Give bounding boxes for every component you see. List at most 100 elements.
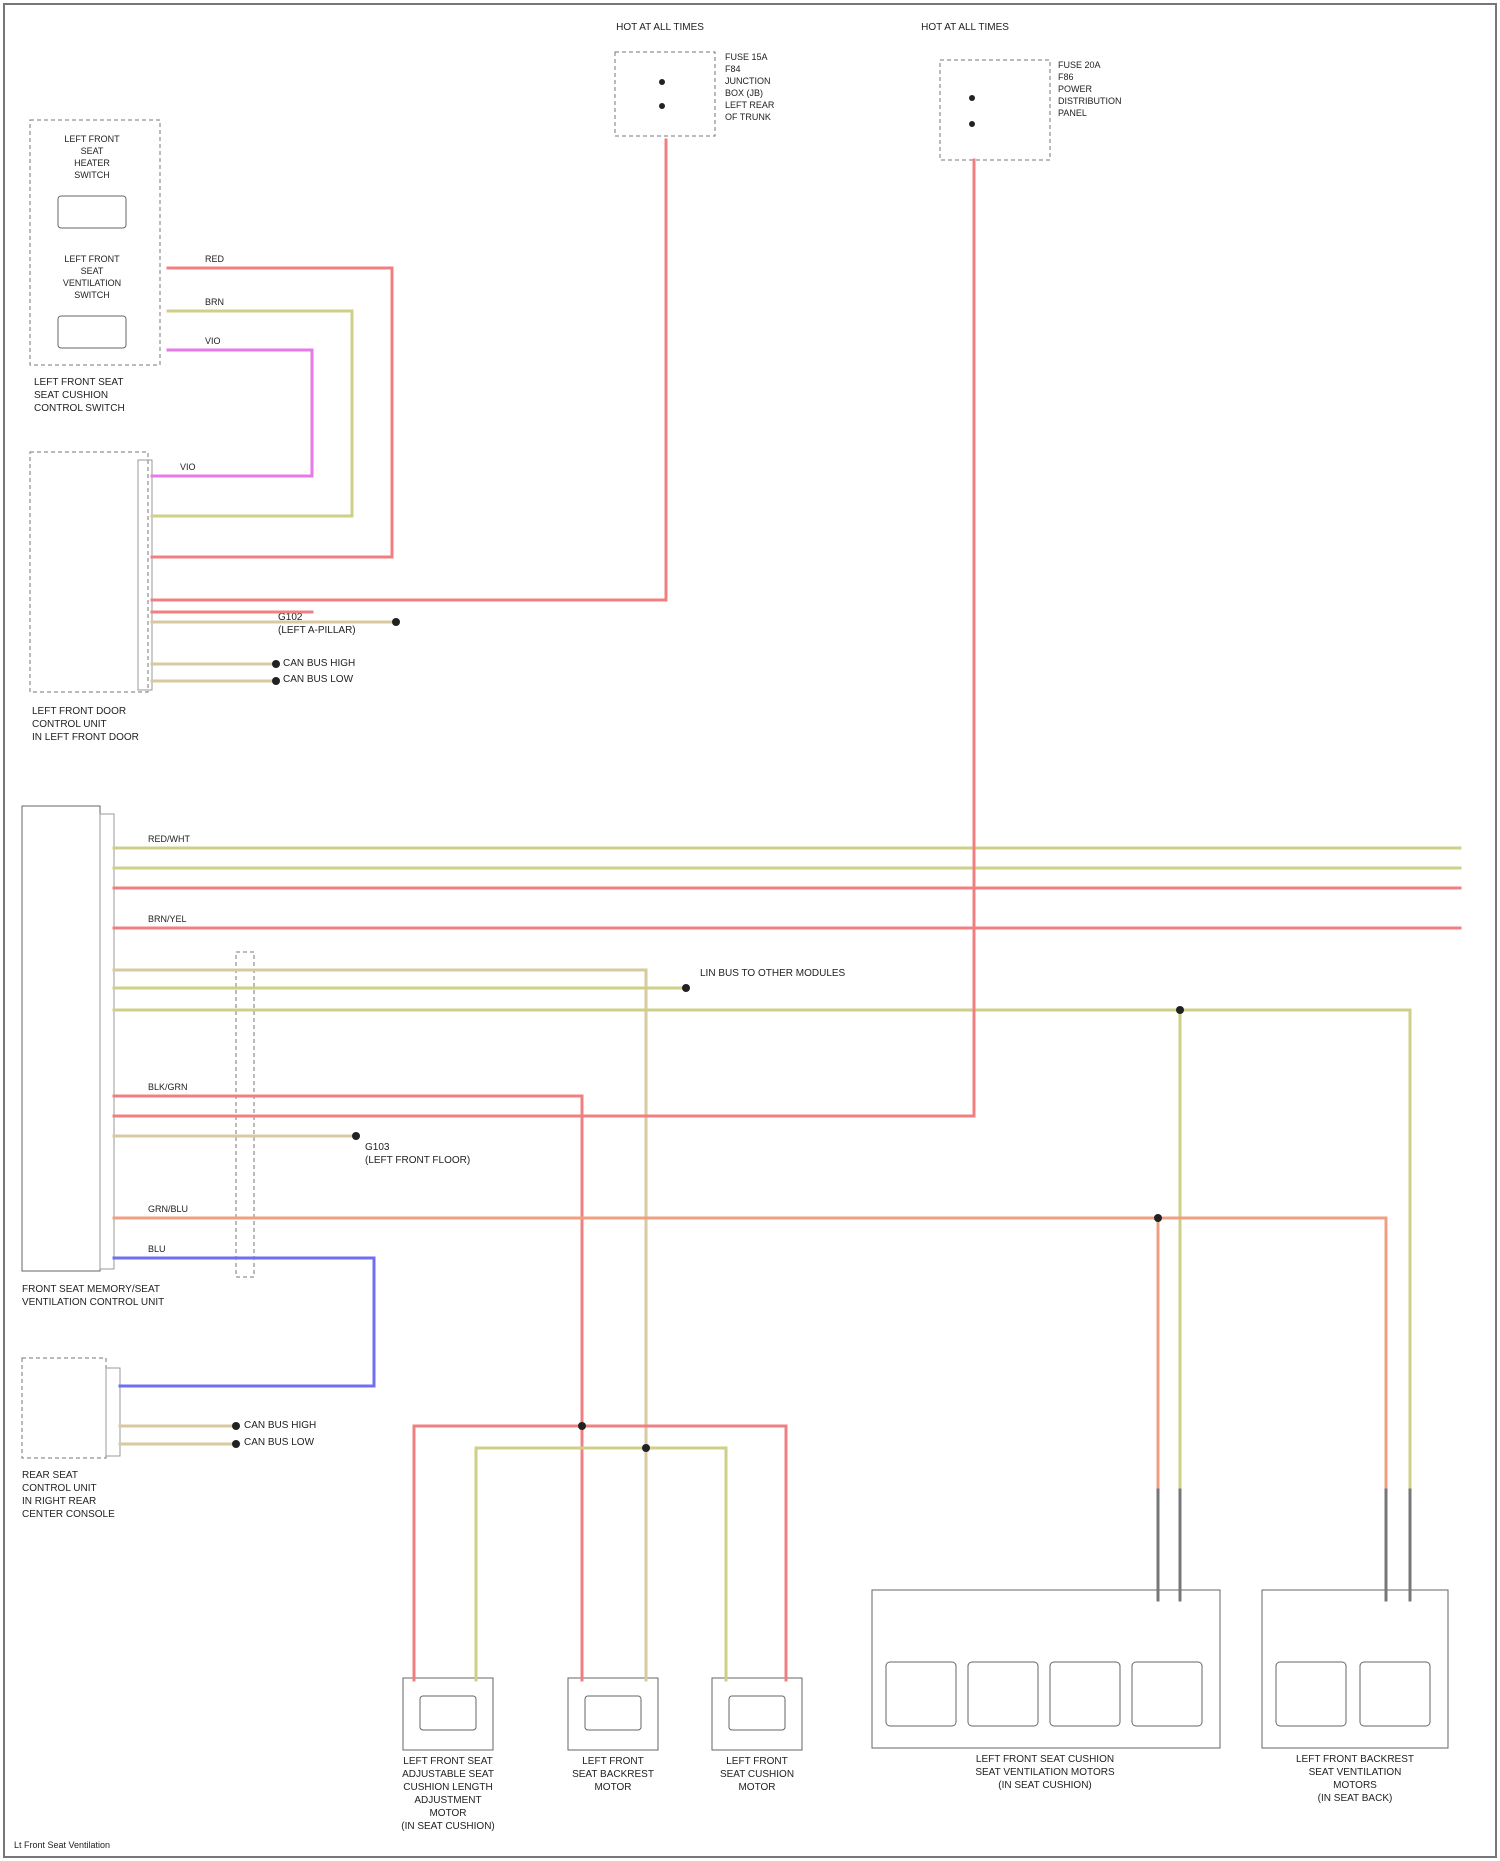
motor3-line-0: LEFT FRONT <box>726 1756 787 1767</box>
fuse-left-line-0: FUSE 15A <box>725 52 768 62</box>
fuse-left-node <box>659 79 665 85</box>
cushion-fan-3 <box>1050 1662 1120 1726</box>
fuse-right-node <box>969 95 975 101</box>
motor3-box <box>712 1678 802 1750</box>
motor3-body <box>729 1696 785 1730</box>
node-seat-bus <box>682 984 690 992</box>
wire-tan-to-motors <box>114 970 646 1470</box>
motor-cushion: LEFT FRONT SEAT CUSHION MOTOR <box>712 1678 802 1793</box>
fuse-right-title: HOT AT ALL TIMES <box>921 22 1009 33</box>
fuse-right-node-2 <box>969 121 975 127</box>
seat-module-line-0: FRONT SEAT MEMORY/SEAT <box>22 1284 160 1295</box>
label-wire-bl-gr: BLK/GRN <box>148 1082 188 1092</box>
seat-module-line-1: VENTILATION CONTROL UNIT <box>22 1297 164 1308</box>
backrest-fan-1 <box>1276 1662 1346 1726</box>
node-door-can-l <box>272 677 280 685</box>
cushion-fan-2 <box>968 1662 1038 1726</box>
backrest-fan-pack: LEFT FRONT BACKREST SEAT VENTILATION MOT… <box>1262 1590 1448 1804</box>
cushion-fan-1 <box>886 1662 956 1726</box>
label-wire-brn: BRN <box>205 297 224 307</box>
fuse-left-line-4: LEFT REAR <box>725 100 775 110</box>
wire-red-fuse-left <box>152 140 666 600</box>
wire-red-motor-bus <box>414 1426 786 1680</box>
door-ground-1: (LEFT A-PILLAR) <box>278 625 356 636</box>
backrest-fan-line-0: LEFT FRONT BACKREST <box>1296 1754 1414 1765</box>
backrest-fan-line-3: (IN SEAT BACK) <box>1318 1793 1393 1804</box>
node-door-can-h <box>272 660 280 668</box>
door-module-line-2: IN LEFT FRONT DOOR <box>32 732 139 743</box>
motor1-line-1: ADJUSTABLE SEAT <box>402 1769 494 1780</box>
wire-olive-to-pack <box>114 1010 1410 1490</box>
fuse-right-line-0: FUSE 20A <box>1058 60 1101 70</box>
node-orange-split <box>1154 1214 1162 1222</box>
fuse-right-line-1: F86 <box>1058 72 1074 82</box>
door-module-connector <box>138 460 152 690</box>
rear-module-line-2: IN RIGHT REAR <box>22 1496 96 1507</box>
motor2-body <box>585 1696 641 1730</box>
seat-module: FRONT SEAT MEMORY/SEAT VENTILATION CONTR… <box>22 806 846 1308</box>
wires <box>114 140 1460 1680</box>
fuse-right-line-2: POWER <box>1058 84 1093 94</box>
motor1-line-4: MOTOR <box>429 1808 466 1819</box>
fuse-left: HOT AT ALL TIMES FUSE 15A F84 JUNCTION B… <box>615 22 775 136</box>
backrest-fan-2 <box>1360 1662 1430 1726</box>
seat-module-box <box>22 806 100 1271</box>
backrest-fan-pack-box <box>1262 1590 1448 1748</box>
node-door-g102 <box>392 618 400 626</box>
motor3-line-2: MOTOR <box>738 1782 775 1793</box>
page-frame <box>4 4 1496 1857</box>
node-rear-can-h <box>232 1422 240 1430</box>
switch-btn1-line-3: SWITCH <box>74 170 110 180</box>
wire-olive-motor-bus <box>476 1448 726 1680</box>
motor1-box <box>403 1678 493 1750</box>
cushion-fan-pack-box <box>872 1590 1220 1748</box>
door-can-high: CAN BUS HIGH <box>283 658 355 669</box>
switch-cluster-box <box>30 120 160 365</box>
fuse-left-line-1: F84 <box>725 64 741 74</box>
fuse-right-line-3: DISTRIBUTION <box>1058 96 1122 106</box>
label-wire-br-yl: BRN/YEL <box>148 914 187 924</box>
label-wire-blu: BLU <box>148 1244 166 1254</box>
motor3-line-1: SEAT CUSHION <box>720 1769 794 1780</box>
switch-btn2-line-3: SWITCH <box>74 290 110 300</box>
wire-olive-switch-door <box>152 311 352 516</box>
switch-label-1: SEAT CUSHION <box>34 390 108 401</box>
door-module-box <box>30 452 148 692</box>
motor1-line-3: ADJUSTMENT <box>414 1795 481 1806</box>
motor2-line-0: LEFT FRONT <box>582 1756 643 1767</box>
motor1-line-0: LEFT FRONT SEAT <box>403 1756 492 1767</box>
motor1-body <box>420 1696 476 1730</box>
label-wire-yel: VIO <box>180 462 196 472</box>
rear-can-high: CAN BUS HIGH <box>244 1420 316 1431</box>
node-seat-ground <box>352 1132 360 1140</box>
switch-btn1-line-2: HEATER <box>74 158 110 168</box>
fuse-left-node-2 <box>659 103 665 109</box>
rear-module-connector <box>106 1368 120 1456</box>
rear-can-low: CAN BUS LOW <box>244 1437 315 1448</box>
switch-label-2: CONTROL SWITCH <box>34 403 125 414</box>
fuse-left-line-3: BOX (JB) <box>725 88 763 98</box>
switch-label-0: LEFT FRONT SEAT <box>34 377 123 388</box>
switch-cluster: LEFT FRONT SEAT HEATER SWITCH LEFT FRONT… <box>30 120 160 414</box>
rear-module-line-3: CENTER CONSOLE <box>22 1509 115 1520</box>
seat-annot-bus: LIN BUS TO OTHER MODULES <box>700 968 846 979</box>
fuse-left-line-2: JUNCTION <box>725 76 771 86</box>
motor2-box <box>568 1678 658 1750</box>
fuse-right: HOT AT ALL TIMES FUSE 20A F86 POWER DIST… <box>921 22 1121 160</box>
rear-module: REAR SEAT CONTROL UNIT IN RIGHT REAR CEN… <box>22 1358 316 1520</box>
switch-btn1-line-1: SEAT <box>81 146 104 156</box>
wire-labels: RED BRN VIO VIO RED/WHT BRN/YEL GRN/BLU … <box>148 254 225 1254</box>
switch-btn2-line-0: LEFT FRONT <box>64 254 120 264</box>
seat-ground-0: G103 <box>365 1142 390 1153</box>
switch-btn2-line-2: VENTILATION <box>63 278 121 288</box>
heater-switch-button <box>58 196 126 228</box>
motor1-line-5: (IN SEAT CUSHION) <box>401 1821 495 1832</box>
rear-module-line-0: REAR SEAT <box>22 1470 78 1481</box>
backrest-fan-line-2: MOTORS <box>1333 1780 1377 1791</box>
wire-red-to-motors <box>114 1096 582 1596</box>
node-red-motor <box>578 1422 586 1430</box>
seat-module-connector <box>100 814 114 1269</box>
motor1-line-2: CUSHION LENGTH <box>403 1782 492 1793</box>
fuse-right-line-4: PANEL <box>1058 108 1087 118</box>
